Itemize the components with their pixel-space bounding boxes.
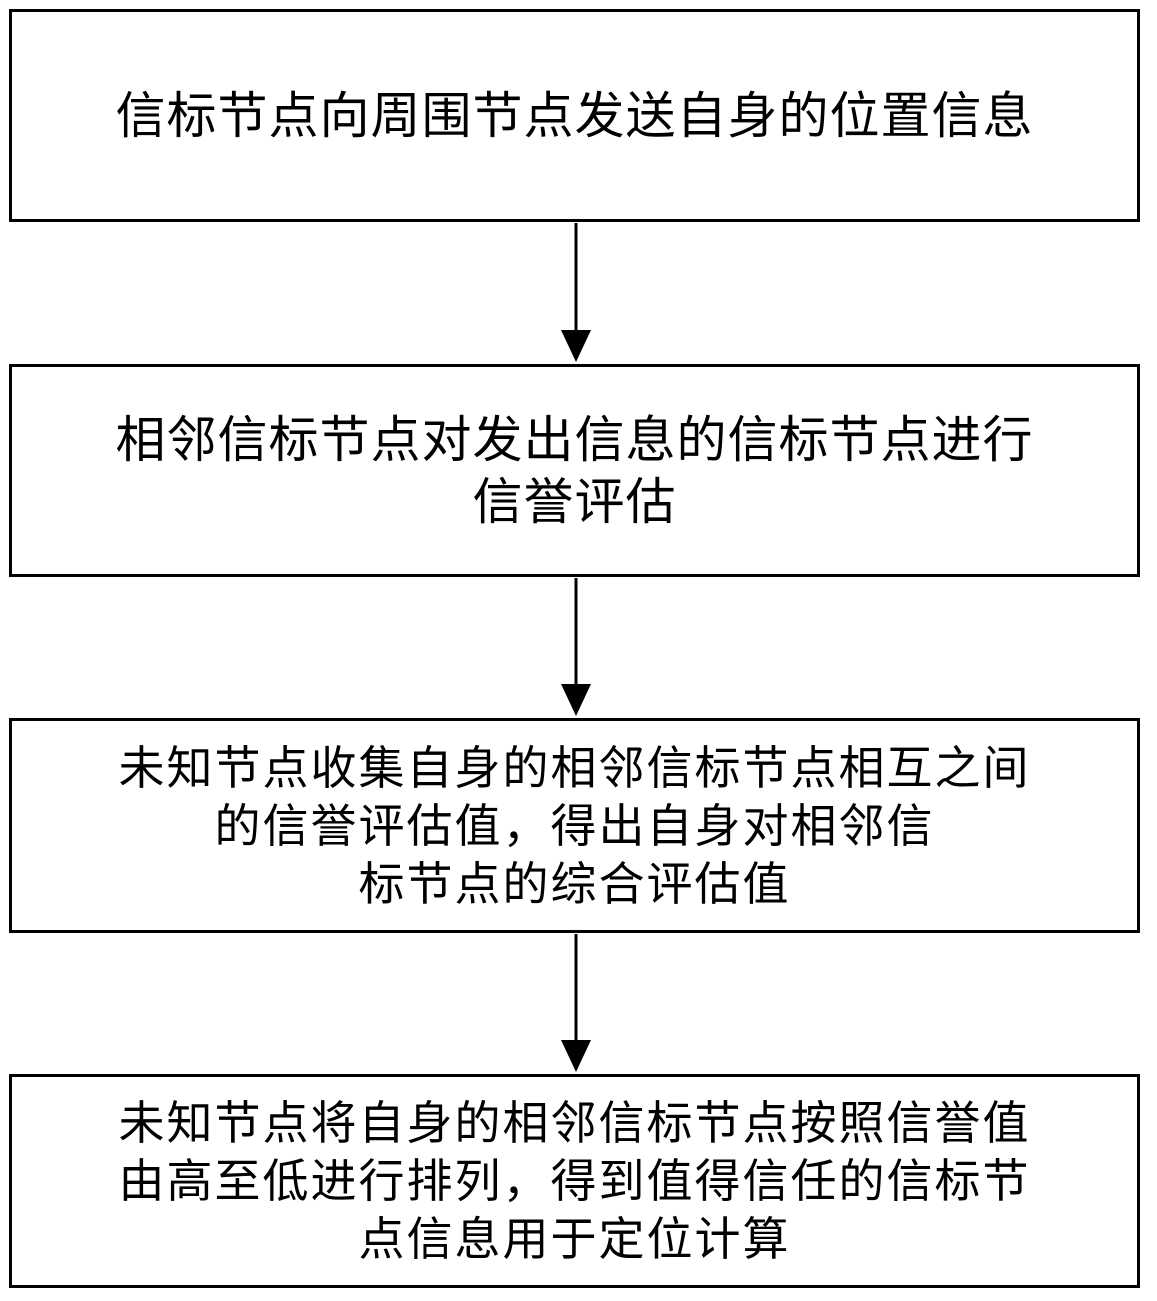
flow-step-1: 信标节点向周围节点发送自身的位置信息 <box>9 9 1140 222</box>
flow-step-4: 未知节点将自身的相邻信标节点按照信誉值 由高至低进行排列，得到值得信任的信标节 … <box>9 1074 1140 1288</box>
step-2-line-2: 信誉评估 <box>473 471 677 533</box>
step-1-line-1: 信标节点向周围节点发送自身的位置信息 <box>116 85 1034 147</box>
arrow-2-head <box>561 684 591 716</box>
arrow-1 <box>561 223 591 362</box>
step-3-line-2: 的信誉评估值，得出自身对相邻信 <box>215 797 935 855</box>
flow-step-2: 相邻信标节点对发出信息的信标节点进行 信誉评估 <box>9 364 1140 577</box>
step-3-line-1: 未知节点收集自身的相邻信标节点相互之间 <box>119 739 1031 797</box>
arrow-2 <box>561 578 591 716</box>
arrow-1-head <box>561 330 591 362</box>
step-2-line-1: 相邻信标节点对发出信息的信标节点进行 <box>116 409 1034 471</box>
step-3-line-3: 标节点的综合评估值 <box>359 855 791 913</box>
step-4-line-3: 点信息用于定位计算 <box>359 1210 791 1268</box>
arrow-3 <box>561 934 591 1072</box>
flow-step-3: 未知节点收集自身的相邻信标节点相互之间 的信誉评估值，得出自身对相邻信 标节点的… <box>9 718 1140 933</box>
step-4-line-2: 由高至低进行排列，得到值得信任的信标节 <box>119 1152 1031 1210</box>
arrow-3-head <box>561 1040 591 1072</box>
step-4-line-1: 未知节点将自身的相邻信标节点按照信誉值 <box>119 1094 1031 1152</box>
